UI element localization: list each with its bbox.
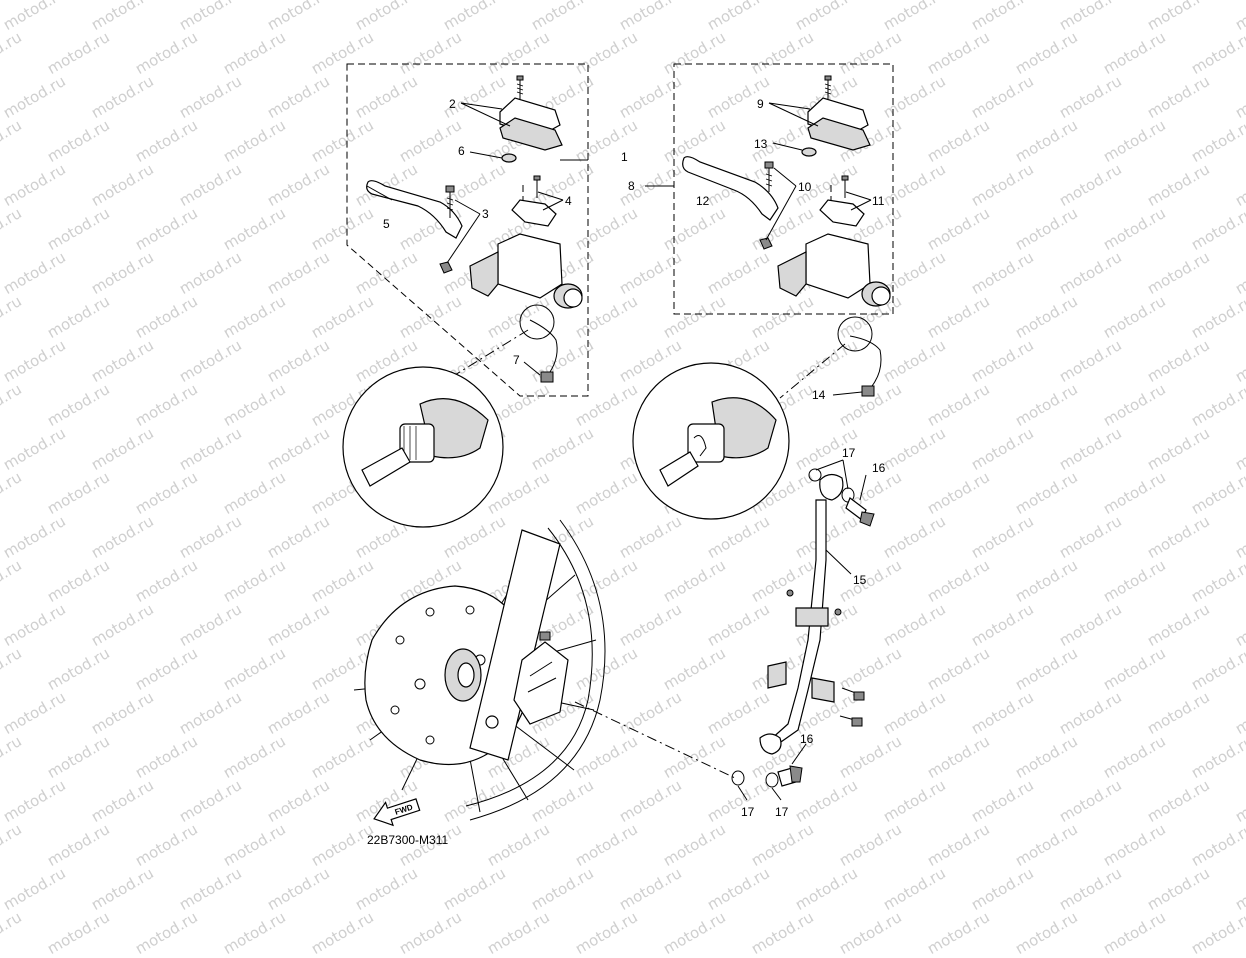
brake-caliper xyxy=(513,641,569,725)
left-master-cylinder-body xyxy=(497,233,563,299)
caliper-bleed-screw xyxy=(539,631,551,641)
callout-13: 13 xyxy=(754,137,768,151)
callout-7: 7 xyxy=(513,353,520,367)
left-lever-bolt xyxy=(445,185,455,218)
right-holder-screws xyxy=(830,175,849,210)
lower-hose-banjo xyxy=(759,733,782,755)
callout-16-lower: 16 xyxy=(800,732,814,746)
left-master-cylinder-assembly xyxy=(346,63,589,397)
callout-3: 3 xyxy=(482,207,489,221)
left-body-side xyxy=(469,251,499,297)
left-brake-lever xyxy=(366,180,463,239)
right-plate xyxy=(801,147,817,157)
right-switch-callout-circle xyxy=(837,316,873,352)
right-lever-bolt xyxy=(764,161,774,192)
left-switch-plunger xyxy=(361,447,411,487)
caliper-detail xyxy=(527,661,557,693)
brake-hose-assembly xyxy=(731,468,875,788)
front-wheel xyxy=(353,519,606,821)
left-switch-detail xyxy=(342,329,529,528)
left-brake-switch-wire xyxy=(529,319,558,373)
diagram-code: 22B7300-M311 xyxy=(367,833,448,847)
front-axle-face xyxy=(457,662,475,688)
upper-union-bolt xyxy=(845,497,875,527)
clamp-bolt-upper xyxy=(853,691,865,701)
right-assembly-boundary xyxy=(673,63,894,315)
left-lever-nut xyxy=(439,261,453,274)
clamp-bolt-lower xyxy=(851,717,863,727)
right-cap-diaphragm xyxy=(807,117,871,151)
callout-11: 11 xyxy=(872,194,885,208)
hose-clamp-right xyxy=(811,677,835,703)
upper-hose-banjo xyxy=(819,473,844,501)
callout-9: 9 xyxy=(757,97,764,111)
right-brake-switch-connector xyxy=(861,385,875,397)
right-master-cylinder-body xyxy=(805,233,871,299)
callout-labels: 1 2 3 4 5 6 7 8 9 10 11 12 13 14 15 16 1… xyxy=(383,97,886,819)
right-cap-screw xyxy=(824,75,832,100)
left-switch-collar xyxy=(399,423,435,463)
callout-8: 8 xyxy=(628,179,635,193)
right-switch-collar xyxy=(687,423,725,463)
right-switch-plunger xyxy=(659,451,699,487)
right-master-cylinder-assembly xyxy=(645,63,894,397)
parts-diagram: FWD 22B7300-M311 xyxy=(342,63,894,847)
left-switch-callout-circle xyxy=(519,304,555,340)
fwd-direction-arrow: FWD xyxy=(373,798,421,827)
wheel-rim-inner xyxy=(465,527,593,807)
callout-16-upper: 16 xyxy=(872,461,886,475)
lower-union-washer-b xyxy=(765,772,779,788)
left-switch-body xyxy=(419,398,489,459)
right-brake-lever xyxy=(682,156,779,221)
callout-4: 4 xyxy=(565,194,572,208)
callout-2: 2 xyxy=(449,97,456,111)
hose-clamp-left xyxy=(767,661,787,689)
right-switch-detail xyxy=(632,343,846,520)
right-lever-nut xyxy=(759,237,773,250)
left-cap-diaphragm xyxy=(499,117,563,151)
wheel-rim-outer xyxy=(469,519,606,821)
callout-leaders xyxy=(366,102,872,801)
left-holder-screws xyxy=(522,175,541,210)
upper-union-washer xyxy=(808,468,822,482)
left-assembly-boundary xyxy=(346,63,589,397)
callout-17-lower-right: 17 xyxy=(775,805,789,819)
lower-union-bolt xyxy=(777,765,803,787)
left-holder xyxy=(511,199,557,227)
guide-nut xyxy=(834,608,842,616)
right-port-face xyxy=(871,286,891,306)
callout-15: 15 xyxy=(853,573,867,587)
left-plate xyxy=(501,153,517,163)
caliper-to-hose-line xyxy=(574,701,736,779)
right-body-side xyxy=(777,251,807,297)
left-port-face xyxy=(563,288,583,308)
right-holder xyxy=(819,199,865,227)
right-switch-body xyxy=(711,397,777,459)
lower-union-washer-a xyxy=(731,770,745,786)
right-brake-switch-wire xyxy=(849,335,882,387)
callout-6: 6 xyxy=(458,144,465,158)
left-cap-screw xyxy=(516,75,524,100)
callout-17-lower-left: 17 xyxy=(741,805,755,819)
callout-10: 10 xyxy=(798,180,812,194)
front-fork-leg xyxy=(469,529,561,761)
caliper-mount-bolt xyxy=(485,715,499,729)
hose-guide xyxy=(795,607,829,627)
callout-17-upper: 17 xyxy=(842,446,856,460)
callout-14: 14 xyxy=(812,388,826,402)
left-brake-switch-connector xyxy=(540,371,554,383)
callout-12: 12 xyxy=(696,194,710,208)
callout-5: 5 xyxy=(383,217,390,231)
guide-screw xyxy=(786,589,794,597)
callout-1: 1 xyxy=(621,150,628,164)
